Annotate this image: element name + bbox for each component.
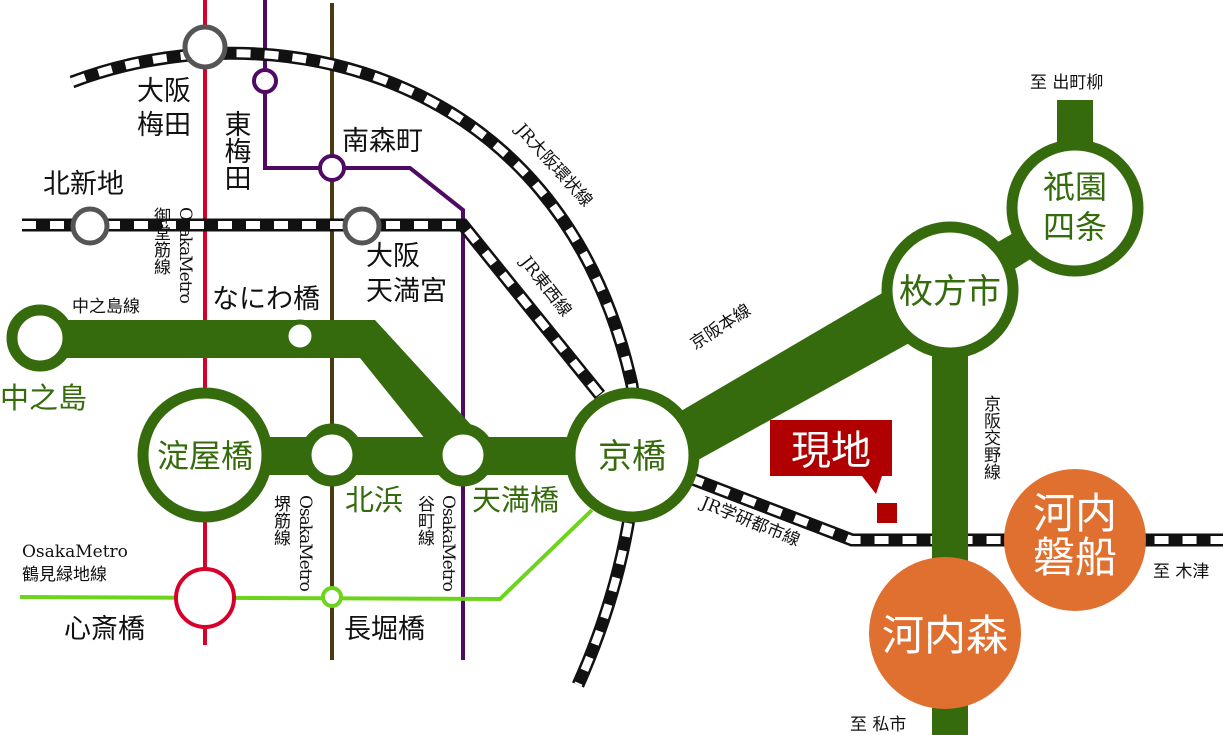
label-osaka: 大阪 xyxy=(137,76,191,107)
station-kawachi-iwafune xyxy=(1004,469,1146,611)
label-keihan-main: 京阪本線 xyxy=(687,300,755,354)
station-kawachi-iwafune-label-2: 磐船 xyxy=(1033,533,1117,582)
label-kitashinchi: 北新地 xyxy=(43,169,124,200)
station-osaka-tenmangu xyxy=(342,206,382,246)
station-minamimorimachi xyxy=(318,154,346,182)
station-gion-shijo xyxy=(1006,139,1144,277)
station-kawachimori xyxy=(869,557,1021,709)
label-osakametro-tsurumi: OsakaMetro xyxy=(22,542,128,562)
station-nagahoribashi xyxy=(321,586,343,608)
station-yodoyabashi xyxy=(137,387,273,523)
station-kyobashi xyxy=(564,387,700,523)
keihan-lines xyxy=(40,100,1093,735)
direction-kisaichi: 至 私市 xyxy=(850,715,906,735)
tanimachi-line xyxy=(263,0,465,660)
label-osaka-tenmangu-1: 大阪 xyxy=(366,241,420,272)
station-naniwabashi xyxy=(283,319,317,353)
label-nakanoshima-line: 中之島線 xyxy=(72,297,140,317)
label-yodoyabashi: 淀屋橋 xyxy=(157,437,253,475)
label-hirakatashi: 枚方市 xyxy=(899,272,1001,312)
label-kyobashi: 京橋 xyxy=(598,437,666,477)
station-kitahama xyxy=(300,423,364,487)
direction-kizu: 至 木津 xyxy=(1153,562,1209,582)
label-umeda: 梅田 xyxy=(137,110,191,141)
site-marker: 現地 xyxy=(770,420,897,523)
station-osaka-umeda xyxy=(182,24,228,70)
label-tenmabashi: 天満橋 xyxy=(472,483,559,517)
label-tsurumi: 鶴見緑地線 xyxy=(22,565,107,585)
jr-tozai-line xyxy=(22,218,606,400)
label-naniwabashi: なにわ橋 xyxy=(212,284,320,315)
label-kitahama: 北浜 xyxy=(345,483,403,517)
direction-demachiyanagi: 至 出町柳 xyxy=(1030,73,1103,93)
station-kawachi-iwafune-label-1: 河内 xyxy=(1033,489,1117,538)
label-katano: 京阪交野線 xyxy=(980,395,1001,480)
station-higashi-umeda xyxy=(252,68,278,94)
station-kitashinchi xyxy=(70,206,110,246)
site-label: 現地 xyxy=(791,428,871,474)
label-gion-2: 四条 xyxy=(1043,208,1107,246)
station-kawachimori-label: 河内森 xyxy=(882,611,1008,660)
station-nakanoshima xyxy=(6,304,74,372)
label-osakametro-tanimachi: OsakaMetro xyxy=(438,495,458,592)
station-tenmabashi xyxy=(431,423,495,487)
label-osakametro-midosuji: OsakaMetro xyxy=(175,207,195,304)
label-sakaisuji: 堺筋線 xyxy=(270,495,291,546)
label-shinsaibashi: 心斎橋 xyxy=(64,614,145,645)
label-tanimachi: 谷町線 xyxy=(414,495,435,546)
label-nagahoribashi: 長堀橋 xyxy=(344,614,425,645)
station-shinsaibashi xyxy=(174,567,236,629)
label-gion-1: 祇園 xyxy=(1043,168,1107,206)
label-nakanoshima: 中之島 xyxy=(0,381,87,415)
label-osakametro-sakaisuji: OsakaMetro xyxy=(295,495,315,592)
label-osaka-tenmangu-2: 天満宮 xyxy=(366,276,447,307)
label-higashi-umeda: 東梅田 xyxy=(220,110,252,191)
jr-loop-line xyxy=(69,46,643,688)
label-minamimorimachi: 南森町 xyxy=(342,126,423,157)
station-hirakatashi xyxy=(881,221,1019,359)
label-midosuji: 御堂筋線 xyxy=(150,207,171,275)
